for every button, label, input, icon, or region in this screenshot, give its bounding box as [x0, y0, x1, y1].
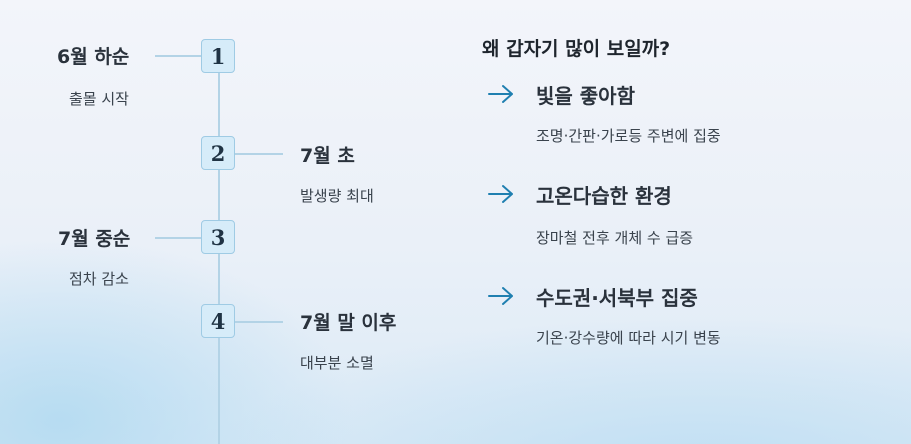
timeline-step-subtitle: 대부분 소멸 [300, 354, 374, 372]
reasons-heading: 왜 갑자기 많이 보일까? [482, 38, 671, 60]
timeline-step-badge: 4 [201, 304, 235, 338]
reason-title: 빛을 좋아함 [536, 84, 635, 108]
arrow-right-icon [488, 85, 513, 103]
timeline-step-subtitle: 점차 감소 [69, 270, 129, 288]
arrow-right-icon [488, 287, 513, 305]
reason-subtitle: 기온·강수량에 따라 시기 변동 [536, 329, 721, 347]
timeline-step-badge: 2 [201, 136, 235, 170]
timeline-connector [235, 321, 283, 323]
timeline-step-subtitle: 출몰 시작 [69, 90, 129, 108]
timeline-step-title: 7월 중순 [58, 228, 131, 250]
reason-title: 고온다습한 환경 [536, 184, 672, 208]
timeline-connector [155, 55, 201, 57]
reason-title: 수도권·서북부 집중 [536, 286, 698, 310]
reason-subtitle: 조명·간판·가로등 주변에 집중 [536, 127, 721, 145]
timeline-step-title: 7월 초 [300, 145, 355, 167]
timeline-step-badge: 1 [201, 39, 235, 73]
timeline-step-title: 7월 말 이후 [300, 312, 397, 334]
timeline-step-badge: 3 [201, 220, 235, 254]
arrow-right-icon [488, 185, 513, 203]
timeline-step-subtitle: 발생량 최대 [300, 187, 374, 205]
reason-subtitle: 장마철 전후 개체 수 급증 [536, 229, 694, 247]
timeline-connector [155, 237, 201, 239]
timeline-step-title: 6월 하순 [57, 46, 130, 68]
timeline-connector [235, 153, 283, 155]
